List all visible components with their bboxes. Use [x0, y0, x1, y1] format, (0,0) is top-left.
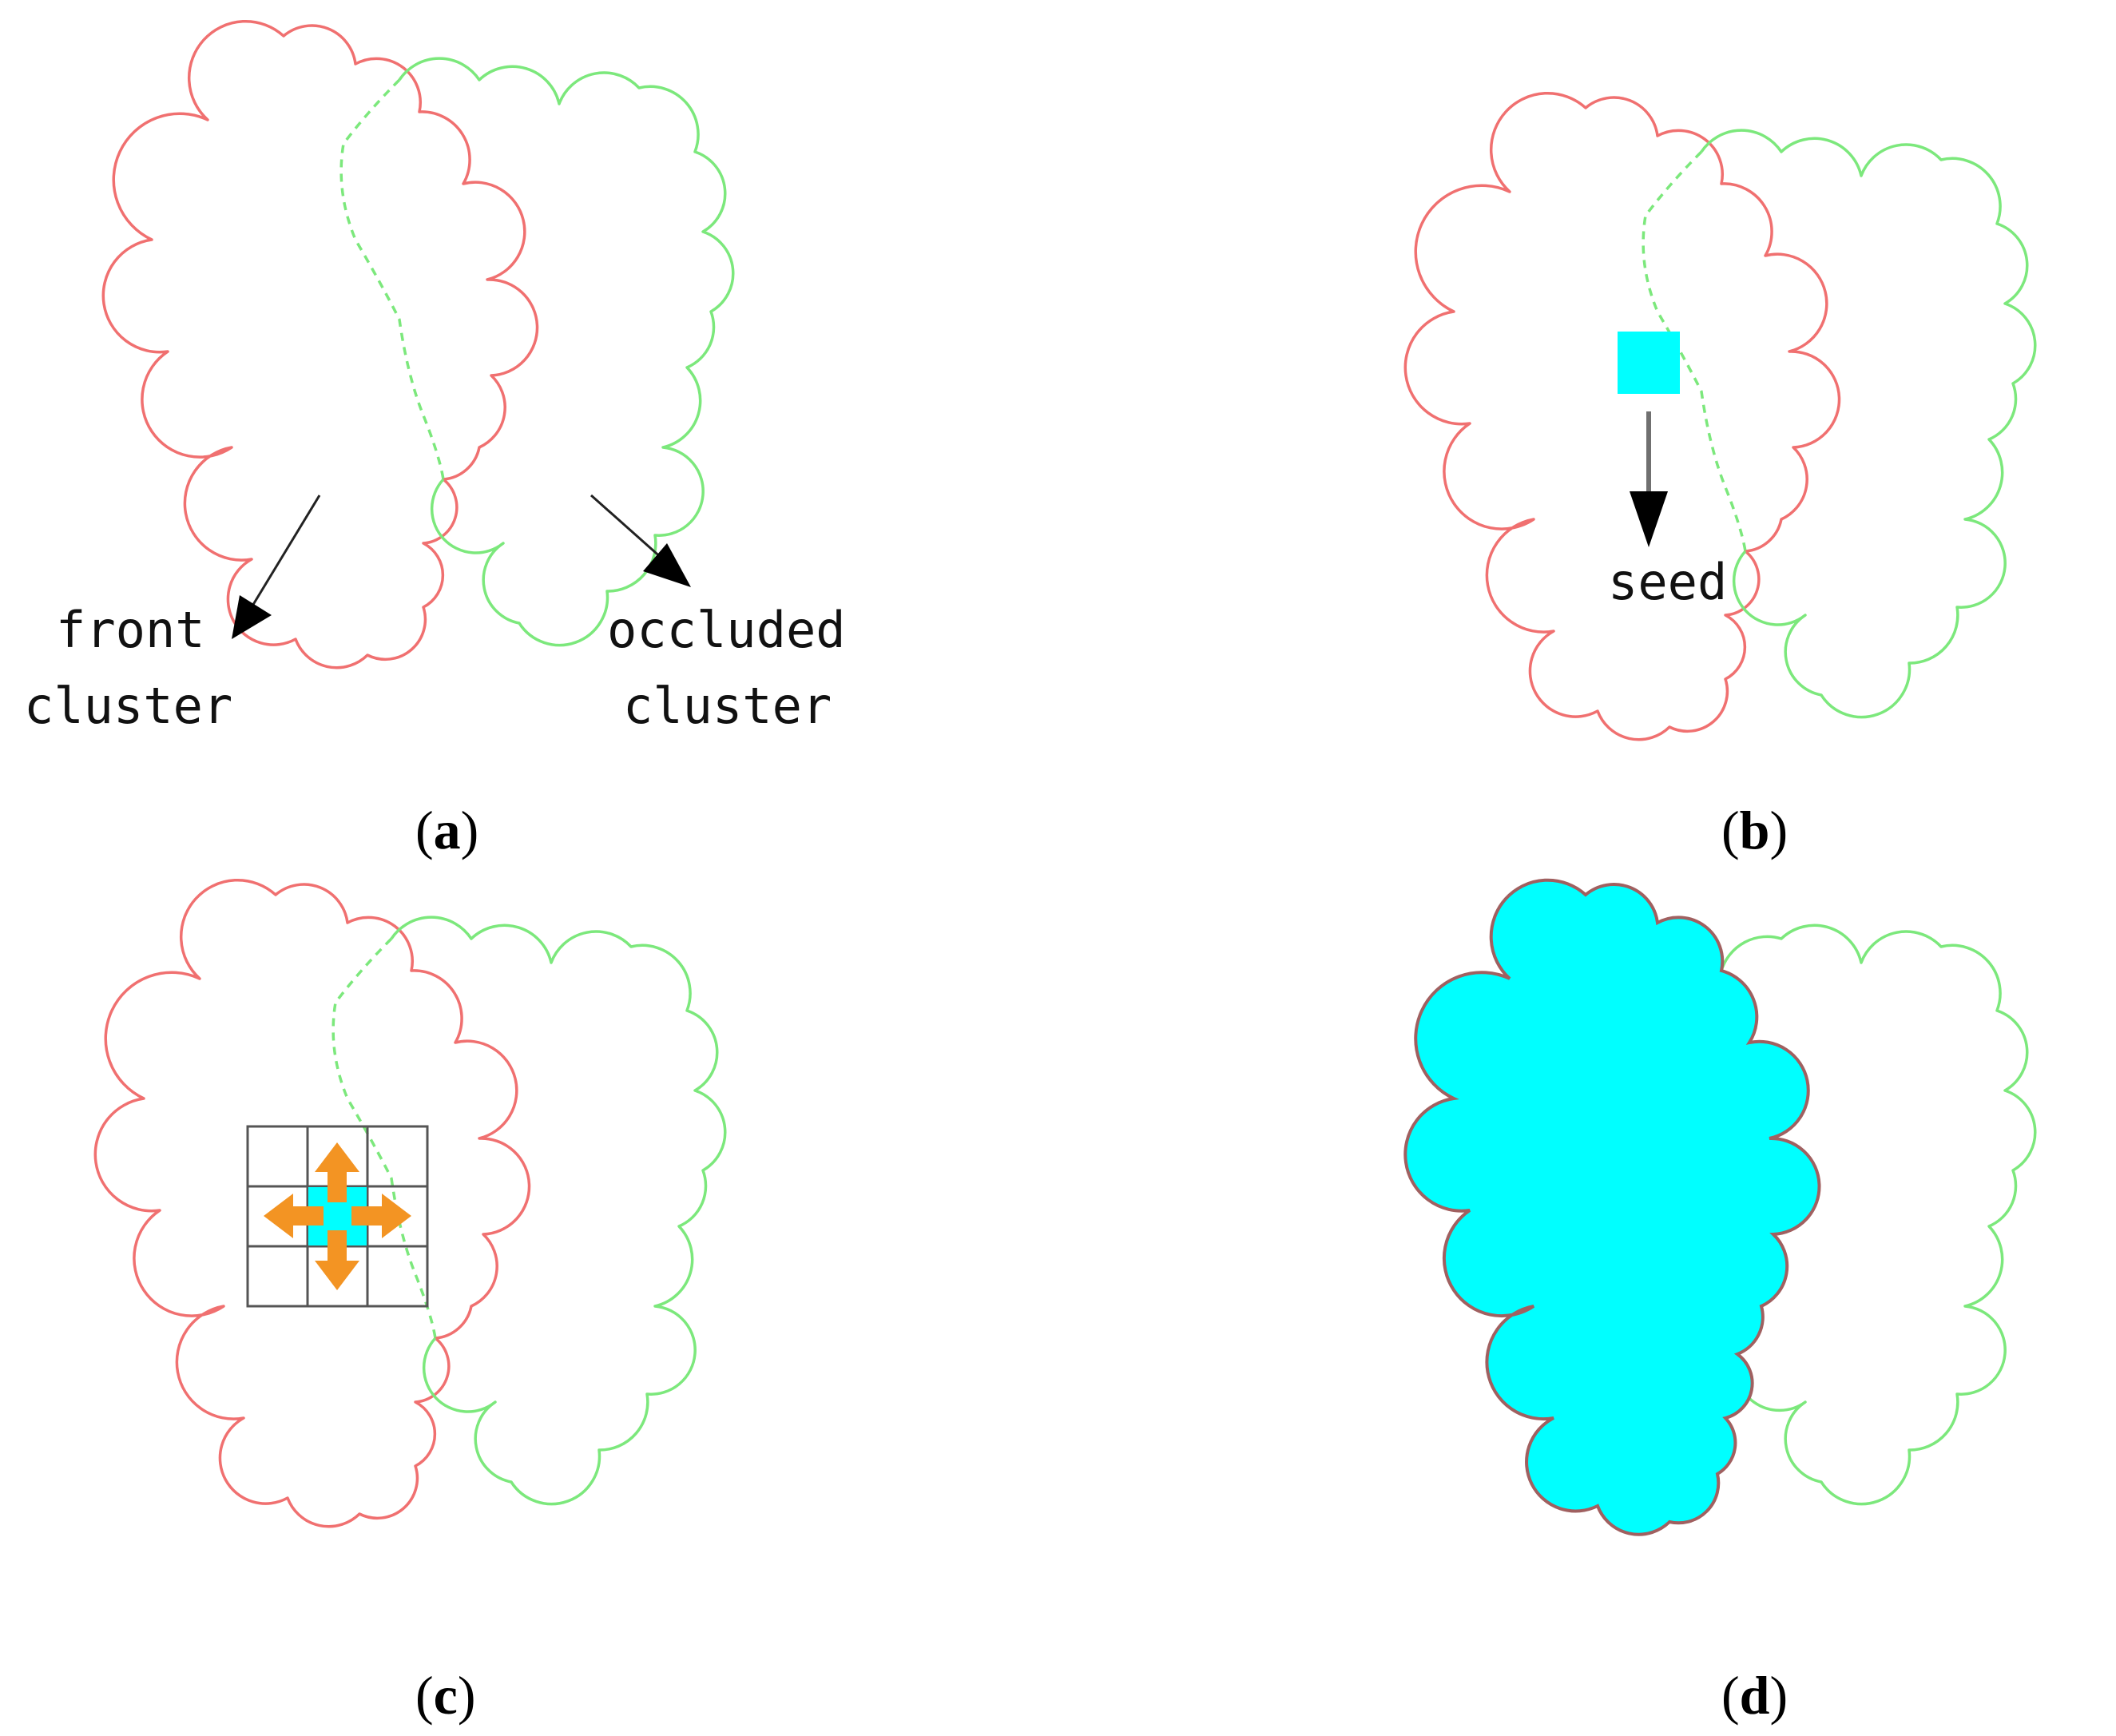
segmented-front-cluster: [1403, 878, 1821, 1536]
caption-d: (d): [1721, 1665, 1788, 1726]
arrow-up-icon: [315, 1142, 359, 1202]
panel-a: front cluster occluded cluster (a): [24, 19, 846, 860]
seed-arrow-head: [1630, 491, 1668, 547]
caption-a: (a): [415, 800, 478, 860]
caption-b: (b): [1721, 800, 1788, 860]
panel-d: [1403, 878, 2037, 1536]
caption-c: (c): [415, 1665, 476, 1726]
occluded-cluster-outline: [390, 916, 727, 1506]
front-cluster-outline: [101, 19, 539, 669]
front-label-line1: front: [56, 601, 205, 659]
arrow-down-icon: [315, 1230, 359, 1290]
occluded-arrow-head: [643, 543, 691, 587]
panel-b: seed: [1403, 91, 2037, 741]
occluded-cluster-hidden-boundary: [331, 937, 437, 1340]
front-arrow-shaft: [250, 495, 321, 608]
growth-arrows: [264, 1142, 411, 1290]
seed-label: seed: [1608, 553, 1727, 611]
occluded-cluster-outline: [398, 57, 735, 647]
arrow-left-icon: [264, 1194, 324, 1238]
occluded-label-line1: occluded: [607, 601, 846, 659]
panel-c: [93, 878, 727, 1528]
seed-square: [1618, 332, 1680, 394]
occluded-label-line2: cluster: [623, 677, 832, 735]
occluded-arrow-shaft: [590, 494, 664, 561]
arrow-right-icon: [351, 1194, 411, 1238]
occluded-cluster-outline: [1700, 129, 2037, 719]
front-cluster-outline: [1403, 91, 1841, 741]
front-arrow-head: [232, 595, 272, 639]
occluded-cluster-hidden-boundary: [339, 78, 445, 481]
front-label-line2: cluster: [24, 677, 232, 735]
